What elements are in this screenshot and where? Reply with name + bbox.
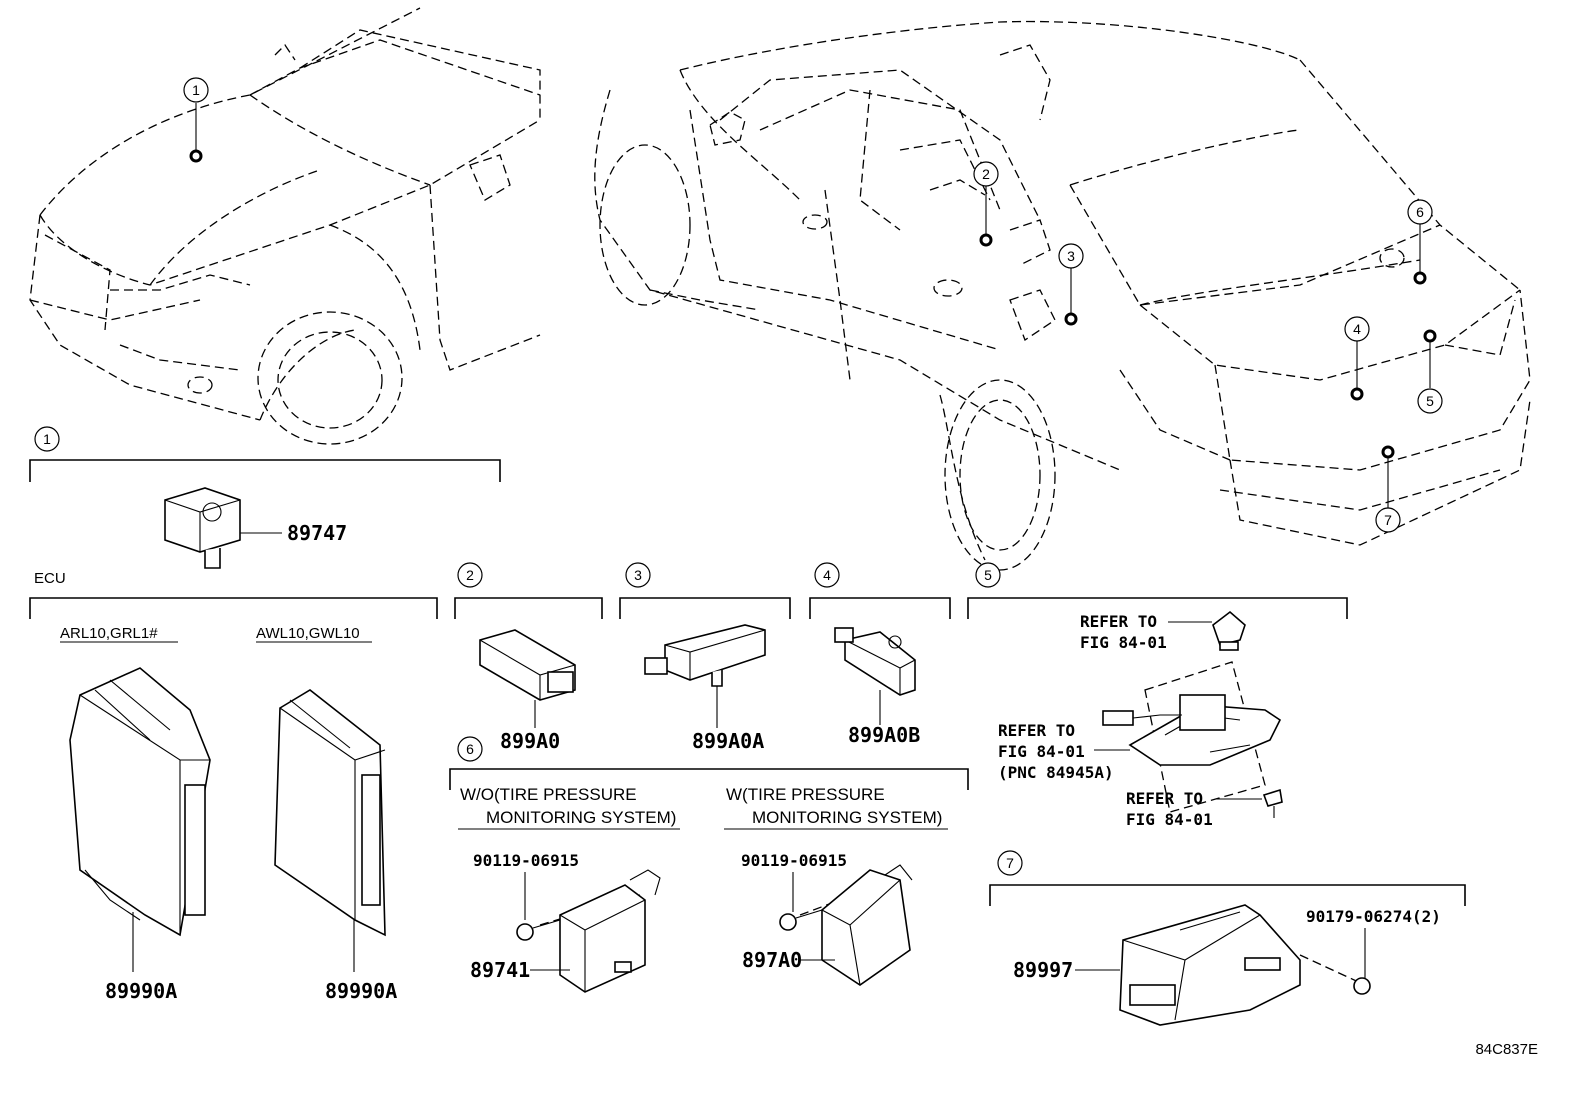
svg-text:3: 3 [634,567,642,583]
section-3: 3 899A0A [619,562,791,753]
handle-assembly-illustration [1102,661,1282,813]
part-number-89741[interactable]: 89741 [470,958,530,982]
ecu-left-illustration [69,667,211,972]
part-number-89747[interactable]: 89747 [287,521,347,545]
section-2: 2 899A0 [454,562,603,753]
section-1: 1 89747 [29,426,501,569]
svg-text:4: 4 [823,567,831,583]
callout-5-top: 5 [1417,388,1443,414]
callout-4-top: 4 [1344,316,1370,342]
refer-mid-line2: FIG 84-01 [998,742,1085,761]
svg-text:7: 7 [1384,512,1392,528]
svg-text:2: 2 [466,567,474,583]
callout-1-top: 1 [183,77,209,103]
callout-3-top: 3 [1058,243,1084,269]
callout-2-top: 2 [973,161,999,187]
part-number-899A0B[interactable]: 899A0B [848,723,920,747]
sensor-89747-illustration [164,487,282,569]
antenna-899A0-illustration [479,629,576,728]
receiver-89741-illustration [516,869,661,993]
svg-text:4: 4 [1353,321,1361,337]
antenna-899A0A-illustration [644,624,766,728]
section-ecu: ECU ARL10,GRL1# AWL10,GWL10 89990A 89990… [29,570,438,1003]
w-tpms-line1: W(TIRE PRESSURE [726,785,885,804]
svg-text:3: 3 [1067,248,1075,264]
refer-top-line1: REFER TO [1080,612,1157,631]
svg-text:6: 6 [1416,204,1424,220]
ecu-left-part-number[interactable]: 89990A [105,979,177,1003]
rear-car-illustration [594,20,1531,571]
ecu-left-model: ARL10,GRL1# [60,625,158,642]
svg-text:6: 6 [466,741,474,757]
w-tpms-line2: MONITORING SYSTEM) [752,808,942,827]
bolt-right-part-number[interactable]: 90119-06915 [741,851,847,870]
svg-text:5: 5 [1426,393,1434,409]
svg-text:5: 5 [984,567,992,583]
callout-6-top: 6 [1407,199,1433,225]
nut-part-number[interactable]: 90179-06274(2) [1306,907,1441,926]
ecu-right-part-number[interactable]: 89990A [325,979,397,1003]
module-89997-illustration [1075,904,1371,1026]
refer-mid-line1: REFER TO [998,721,1075,740]
refer-top-line2: FIG 84-01 [1080,633,1167,652]
antenna-899A0B-illustration [834,627,916,725]
refer-mid-line3: (PNC 84945A) [998,763,1114,782]
part-number-89997[interactable]: 89997 [1013,958,1073,982]
bolt-left-part-number[interactable]: 90119-06915 [473,851,579,870]
clip-top-illustration [1212,610,1246,651]
svg-text:1: 1 [43,431,51,447]
svg-text:7: 7 [1006,855,1014,871]
section-6: 6 W/O(TIRE PRESSURE MONITORING SYSTEM) W… [449,736,969,993]
section-7: 7 90179-06274(2) 89997 [989,850,1466,1026]
front-car-illustration [29,7,541,445]
receiver-897A0-illustration [779,864,913,986]
svg-text:2: 2 [982,166,990,182]
diagram-code: 84C837E [1475,1041,1538,1058]
svg-text:1: 1 [192,82,200,98]
refer-bot-line2: FIG 84-01 [1126,810,1213,829]
callout-7-top: 7 [1375,507,1401,533]
part-number-897A0[interactable]: 897A0 [742,948,802,972]
screw-bottom-illustration [1262,788,1283,818]
part-number-899A0[interactable]: 899A0 [500,729,560,753]
ecu-right-model: AWL10,GWL10 [256,625,360,642]
wo-tpms-line2: MONITORING SYSTEM) [486,808,676,827]
section-5: 5 REFER TO FIG 84-01 REFER TO FIG 84-01 … [967,562,1348,829]
ecu-label: ECU [34,570,66,587]
part-number-899A0A[interactable]: 899A0A [692,729,764,753]
section-4: 4 899A0B [809,562,951,747]
ecu-right-illustration [274,689,386,972]
refer-bot-line1: REFER TO [1126,789,1203,808]
wo-tpms-line1: W/O(TIRE PRESSURE [460,785,637,804]
